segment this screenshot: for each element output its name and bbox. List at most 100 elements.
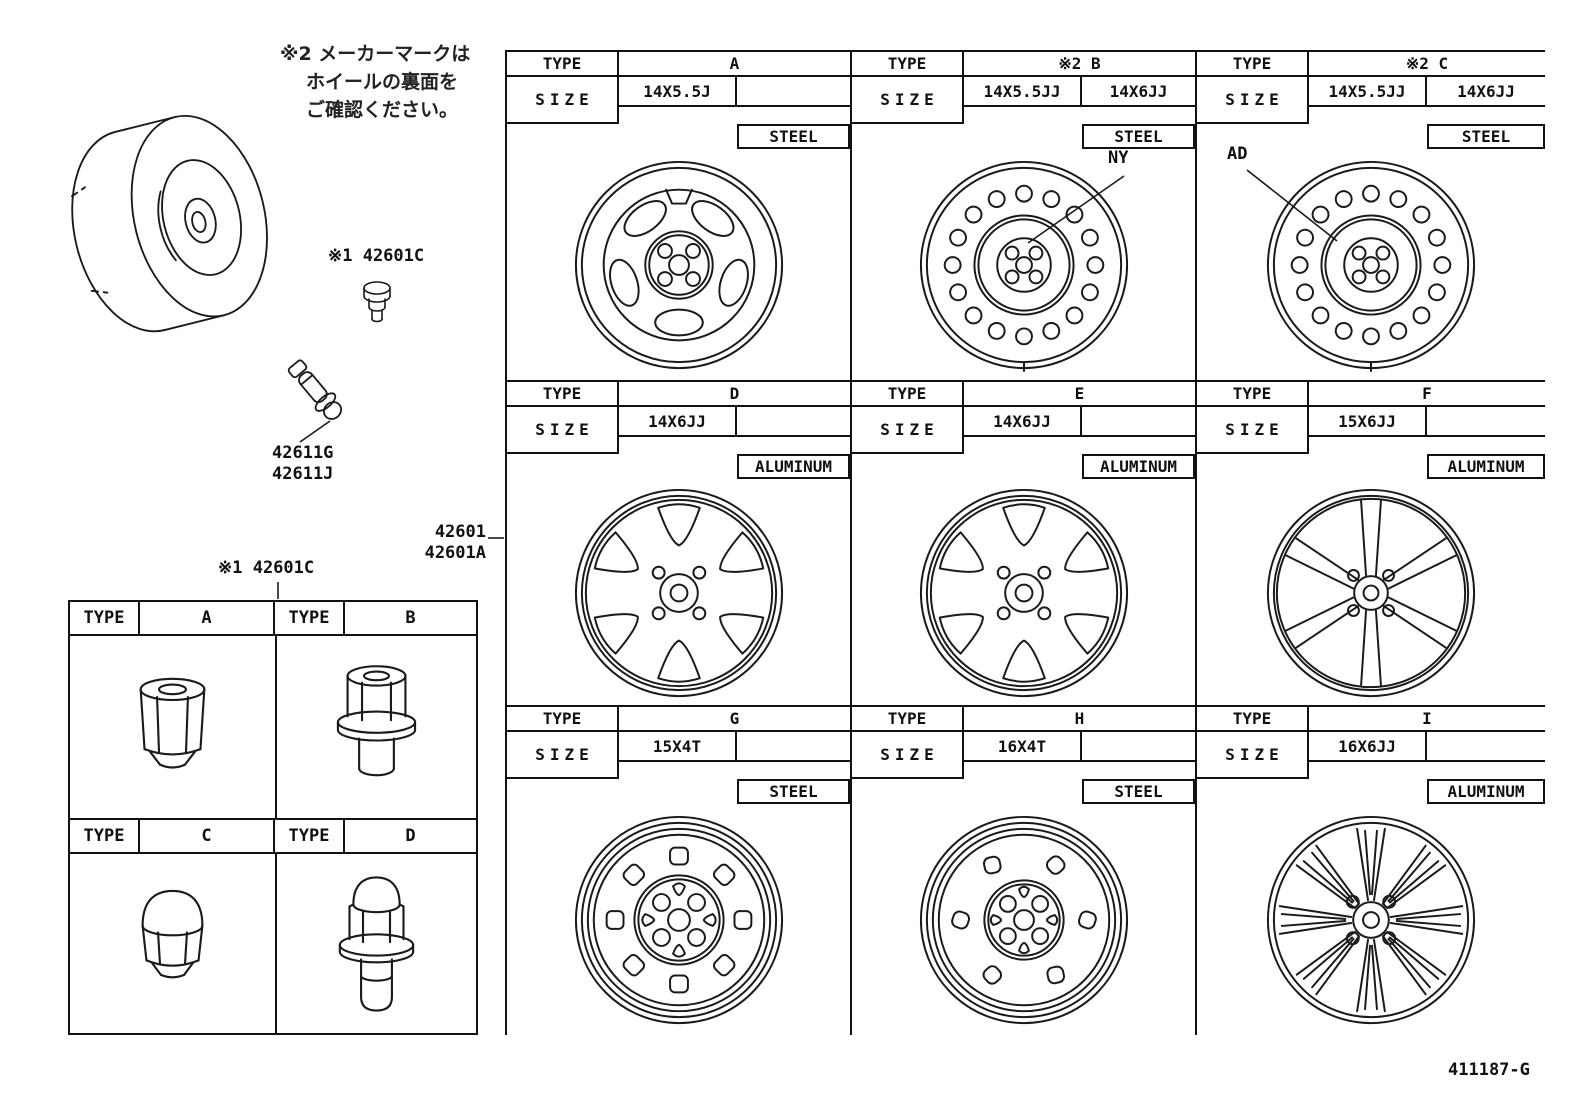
type-value-cell: ※2 B bbox=[964, 52, 1195, 75]
material-badge: ALUMINUM bbox=[1427, 454, 1545, 479]
size-value-2: 14X6JJ bbox=[1109, 81, 1168, 101]
nut-type-table: TYPE A TYPE B TYPE C TYPE D bbox=[68, 600, 478, 1035]
type-header-label: TYPE bbox=[288, 608, 330, 628]
type-value-cell: G bbox=[619, 707, 850, 730]
type-row: TYPE E bbox=[852, 382, 1195, 407]
size-value-1: 14X5.5J bbox=[643, 81, 711, 101]
hub-bolt-drawing bbox=[363, 281, 391, 323]
type-value: A bbox=[729, 54, 740, 73]
nut-c-drawing bbox=[141, 889, 204, 978]
annotation-ny: NY bbox=[1108, 148, 1129, 168]
size-header-cell: SIZE bbox=[1197, 407, 1309, 454]
wheel-drawing-box bbox=[1197, 807, 1545, 1033]
nut-table-body-2 bbox=[70, 854, 476, 1033]
wheel-panel-c: TYPE ※2 C SIZE 14X5.5JJ 14X6JJ STEEL AD bbox=[1195, 50, 1545, 380]
type-header-cell: TYPE bbox=[70, 602, 140, 634]
nut-drawing-cell-c bbox=[70, 854, 275, 1033]
size-header-cell: SIZE bbox=[507, 732, 619, 779]
nut-type-b: B bbox=[405, 608, 416, 628]
size-value-cell-1: 14X6JJ bbox=[964, 407, 1082, 437]
type-value-cell: F bbox=[1309, 382, 1545, 405]
type-value: F bbox=[1422, 384, 1432, 403]
type-header-label: TYPE bbox=[542, 54, 582, 73]
type-header-label: TYPE bbox=[887, 709, 927, 728]
wheel-assembly-drawing bbox=[71, 114, 268, 333]
size-header-cell: SIZE bbox=[1197, 77, 1309, 124]
type-value-cell: I bbox=[1309, 707, 1545, 730]
size-value-1: 15X4T bbox=[652, 736, 702, 756]
material-label: STEEL bbox=[1461, 127, 1511, 146]
wheel-nut-label: ※1 42601C bbox=[218, 558, 315, 578]
type-row: TYPE A bbox=[507, 52, 850, 77]
type-row: TYPE D bbox=[507, 382, 850, 407]
size-header-cell: SIZE bbox=[507, 77, 619, 124]
type-value-cell: ※2 C bbox=[1309, 52, 1545, 75]
type-header-label: TYPE bbox=[1232, 709, 1272, 728]
type-header-cell: TYPE bbox=[1197, 52, 1309, 75]
table-divider bbox=[275, 636, 277, 818]
type-header-cell: TYPE bbox=[1197, 382, 1309, 405]
valve-label-j: 42611J bbox=[272, 464, 334, 484]
type-header-label: TYPE bbox=[83, 826, 125, 846]
material-label: ALUMINUM bbox=[754, 457, 833, 476]
wheel-drawing-box bbox=[1197, 482, 1545, 703]
type-row: TYPE ※2 C bbox=[1197, 52, 1545, 77]
size-value-cell-2 bbox=[1082, 732, 1195, 762]
nut-b-drawing bbox=[336, 665, 417, 777]
nut-type-d-cell: D bbox=[345, 820, 476, 852]
wheel-label: 42601 bbox=[434, 522, 486, 542]
size-value-cell-2 bbox=[737, 77, 850, 107]
type-value-cell: H bbox=[964, 707, 1195, 730]
wheel-part-labels: 42601 42601A bbox=[408, 522, 486, 564]
wheel-drawing-box bbox=[852, 807, 1195, 1033]
wheel-drawing-box bbox=[1197, 152, 1545, 378]
type-value-cell: D bbox=[619, 382, 850, 405]
material-label: STEEL bbox=[769, 127, 818, 146]
valve-labels: 42611G 42611J bbox=[272, 443, 333, 485]
size-header-label: SIZE bbox=[1225, 90, 1284, 109]
type-header-label: TYPE bbox=[887, 54, 927, 73]
material-badge: ALUMINUM bbox=[1427, 779, 1545, 804]
size-header-label: SIZE bbox=[880, 420, 939, 439]
type-row: TYPE ※2 B bbox=[852, 52, 1195, 77]
size-value-cell-2 bbox=[1427, 732, 1545, 762]
type-header-label: TYPE bbox=[1232, 384, 1272, 403]
nut-table-header-row-1: TYPE A TYPE B bbox=[70, 602, 476, 636]
material-label: ALUMINUM bbox=[1099, 457, 1178, 476]
nut-type-a-cell: A bbox=[140, 602, 275, 634]
material-label: ALUMINUM bbox=[1447, 782, 1525, 801]
nut-type-b-cell: B bbox=[345, 602, 476, 634]
type-header-cell: TYPE bbox=[507, 382, 619, 405]
material-label: ALUMINUM bbox=[1447, 457, 1525, 476]
nut-drawing-cell-a bbox=[70, 636, 275, 818]
wheel-panel-h: TYPE H SIZE 16X4T STEEL bbox=[850, 705, 1195, 1035]
nut-drawing-cell-d bbox=[277, 854, 476, 1033]
hub-bolt-label: ※1 42601C bbox=[328, 246, 425, 266]
type-header-cell: TYPE bbox=[275, 602, 345, 634]
size-header-cell: SIZE bbox=[852, 732, 964, 779]
wheel-drawing-box bbox=[507, 152, 850, 378]
size-value-1: 14X6JJ bbox=[993, 411, 1051, 431]
size-value-cell-2 bbox=[1082, 407, 1195, 437]
type-value: H bbox=[1074, 709, 1085, 728]
wheel-drawing bbox=[574, 160, 783, 370]
wheel-panel-f: TYPE F SIZE 15X6JJ ALUMINUM bbox=[1195, 380, 1545, 705]
type-header-cell: TYPE bbox=[507, 52, 619, 75]
nut-table-header-row-2: TYPE C TYPE D bbox=[70, 818, 476, 854]
wheel-drawing bbox=[919, 815, 1128, 1025]
diagram-number: 411187-G bbox=[1448, 1060, 1530, 1080]
size-header-cell: SIZE bbox=[507, 407, 619, 454]
type-header-label: TYPE bbox=[887, 384, 927, 403]
type-value: ※2 B bbox=[1058, 54, 1101, 73]
material-label: STEEL bbox=[769, 782, 818, 801]
material-label: STEEL bbox=[1114, 782, 1163, 801]
type-header-cell: TYPE bbox=[507, 707, 619, 730]
wheel-label-a: 42601A bbox=[424, 543, 486, 563]
nut-type-d: D bbox=[405, 826, 416, 846]
wheel-drawing-box bbox=[852, 152, 1195, 378]
size-header-label: SIZE bbox=[535, 420, 594, 439]
type-header-label: TYPE bbox=[1232, 54, 1272, 73]
type-row: TYPE G bbox=[507, 707, 850, 732]
material-label: STEEL bbox=[1114, 127, 1163, 146]
